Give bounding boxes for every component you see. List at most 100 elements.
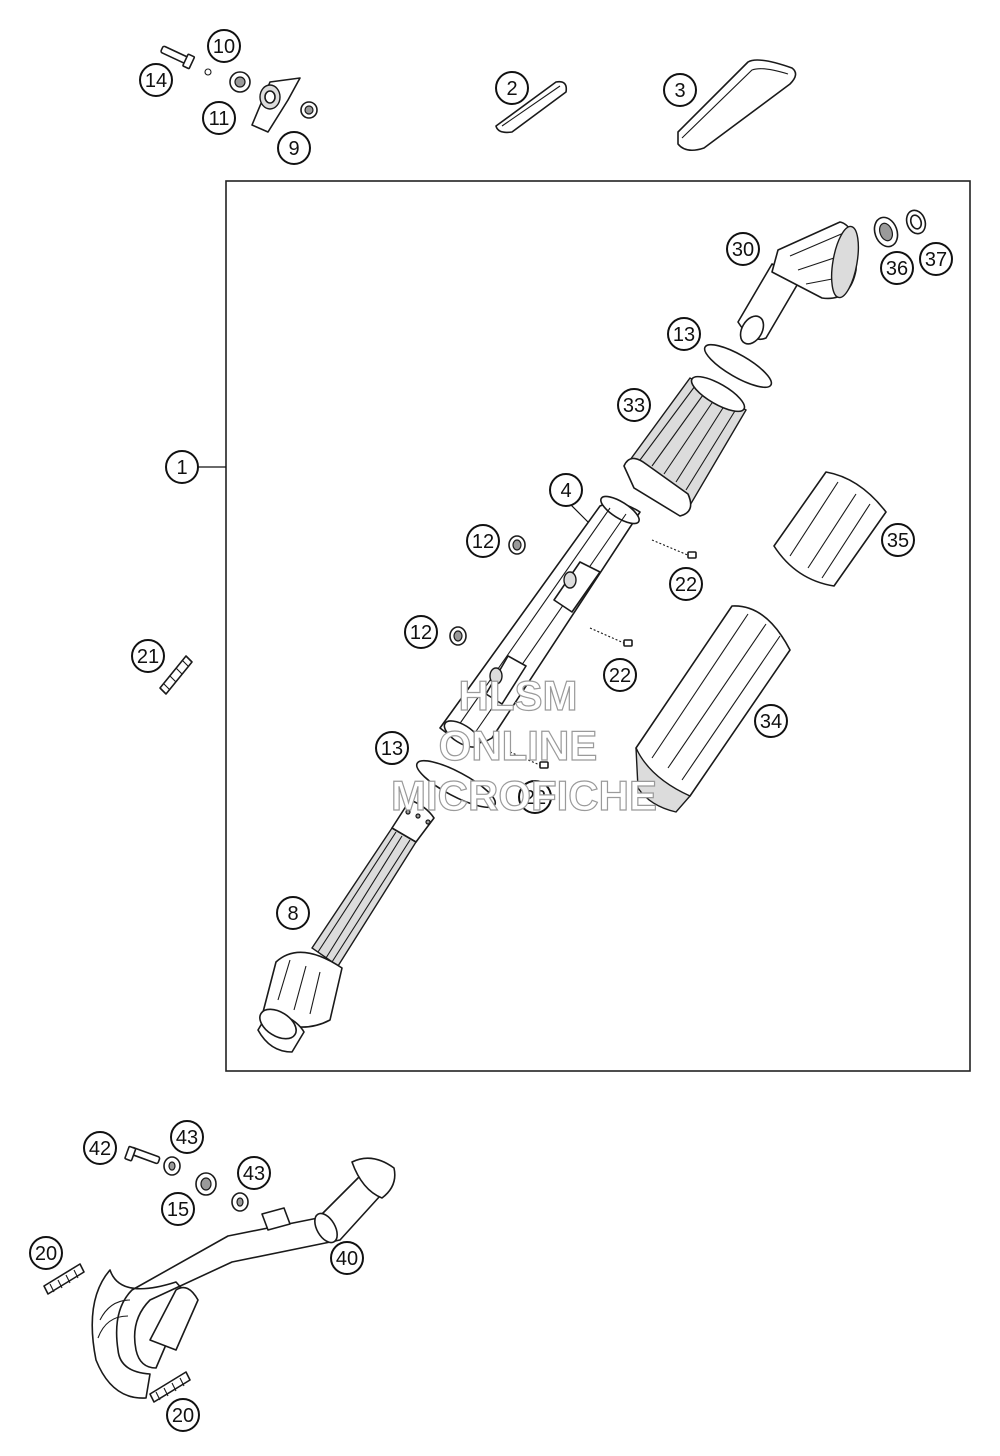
callout-c12b: 12 — [404, 615, 438, 649]
gasket-upper — [703, 343, 773, 389]
callout-circle — [404, 615, 438, 649]
callout-number: 33 — [623, 395, 645, 417]
callout-number: 3 — [674, 80, 685, 102]
header-pipe — [91, 1157, 396, 1399]
callout-c21: 21 — [131, 639, 165, 673]
screws — [509, 539, 697, 769]
assembly-frame — [225, 180, 971, 1072]
callout-number: 11 — [209, 108, 230, 130]
end-cap-rings — [873, 209, 927, 248]
callout-circle — [549, 473, 583, 507]
callout-c36: 36 — [880, 251, 914, 285]
watermark: HLSM ONLINE MICROFICHE — [390, 671, 657, 819]
muffler-body — [439, 495, 641, 748]
callout-number: 4 — [560, 480, 571, 502]
callout-c22c: 22 — [518, 780, 552, 814]
callout-c11: 11 — [202, 101, 236, 135]
muffler-sleeve — [635, 605, 791, 813]
callout-circle — [669, 567, 703, 601]
watermark-line-1: HLSM — [459, 672, 578, 719]
callout-number: 20 — [172, 1405, 194, 1427]
callout-number: 36 — [886, 258, 908, 280]
callout-number: 22 — [524, 787, 546, 809]
callout-c20b: 20 — [166, 1398, 200, 1432]
callout-circle — [170, 1120, 204, 1154]
callout-c13a: 13 — [667, 317, 701, 351]
callout-circle — [495, 71, 529, 105]
perforated-insert-rear — [623, 375, 747, 517]
callout-c22b: 22 — [603, 658, 637, 692]
callout-circle — [202, 101, 236, 135]
callout-circle — [237, 1156, 271, 1190]
callout-circle — [667, 317, 701, 351]
callout-circle — [131, 639, 165, 673]
heat-shield-pad-large — [677, 59, 797, 152]
callout-c33: 33 — [617, 388, 651, 422]
header-mount-hardware — [124, 1145, 249, 1212]
callout-c15: 15 — [161, 1192, 195, 1226]
callout-number: 1 — [176, 457, 187, 479]
end-cap — [737, 221, 860, 345]
spring-lower-left — [43, 1263, 85, 1295]
perforated-insert-front — [257, 799, 435, 1053]
callout-labels: 14 10 11 9 2 3 1 30 36 37 13 33 4 12 22 35 12 22 21 34 13 22 8… — [29, 29, 953, 1432]
callout-number: 9 — [288, 138, 299, 160]
callout-circle — [277, 131, 311, 165]
callout-number: 10 — [213, 36, 235, 58]
callout-c30: 30 — [726, 232, 760, 266]
callout-number: 22 — [609, 665, 631, 687]
callout-c13b: 13 — [375, 731, 409, 765]
callout-c40: 40 — [330, 1241, 364, 1275]
callout-number: 22 — [675, 574, 697, 596]
callout-number: 43 — [176, 1127, 198, 1149]
callout-circle — [919, 242, 953, 276]
callout-c4: 4 — [549, 473, 583, 507]
callout-c3: 3 — [663, 73, 697, 107]
callout-number: 8 — [287, 903, 298, 925]
callout-number: 42 — [89, 1138, 111, 1160]
callout-number: 14 — [145, 70, 167, 92]
callout-circle — [518, 780, 552, 814]
callout-c9: 9 — [277, 131, 311, 165]
callout-c20a: 20 — [29, 1236, 63, 1270]
callout-number: 21 — [137, 646, 159, 668]
watermark-line-2: ONLINE — [439, 722, 598, 769]
callout-number: 30 — [732, 239, 754, 261]
callout-c43a: 43 — [170, 1120, 204, 1154]
callout-number: 40 — [336, 1248, 358, 1270]
callout-c43b: 43 — [237, 1156, 271, 1190]
callout-circle — [466, 524, 500, 558]
callout-c37: 37 — [919, 242, 953, 276]
callout-c10: 10 — [207, 29, 241, 63]
callout-number: 13 — [381, 738, 403, 760]
callout-circle — [880, 251, 914, 285]
callout-number: 2 — [506, 78, 517, 100]
callout-number: 12 — [410, 622, 432, 644]
gasket-lower — [415, 759, 497, 809]
callout-c35: 35 — [881, 523, 915, 557]
callout-c8: 8 — [276, 896, 310, 930]
callout-circle — [139, 63, 173, 97]
outer-sleeve — [773, 471, 887, 587]
callout-number: 35 — [887, 530, 909, 552]
callout-circle — [754, 704, 788, 738]
callout-c14a: 14 — [139, 63, 173, 97]
callout-circle — [330, 1241, 364, 1275]
spring-lower-right — [149, 1371, 191, 1403]
callout-c34: 34 — [754, 704, 788, 738]
callout-circle — [166, 1398, 200, 1432]
callout-circle — [276, 896, 310, 930]
callout-c2: 2 — [495, 71, 529, 105]
watermark-line-3: MICROFICHE — [391, 772, 657, 819]
callout-number: 12 — [472, 531, 494, 553]
callout-circle — [617, 388, 651, 422]
spring-upper — [159, 655, 193, 695]
callout-circle — [161, 1192, 195, 1226]
callout-number: 20 — [35, 1243, 57, 1265]
callout-circle — [603, 658, 637, 692]
callout-circle — [83, 1131, 117, 1165]
callout-number: 34 — [760, 711, 782, 733]
callout-number: 13 — [673, 324, 695, 346]
callout-circle — [726, 232, 760, 266]
